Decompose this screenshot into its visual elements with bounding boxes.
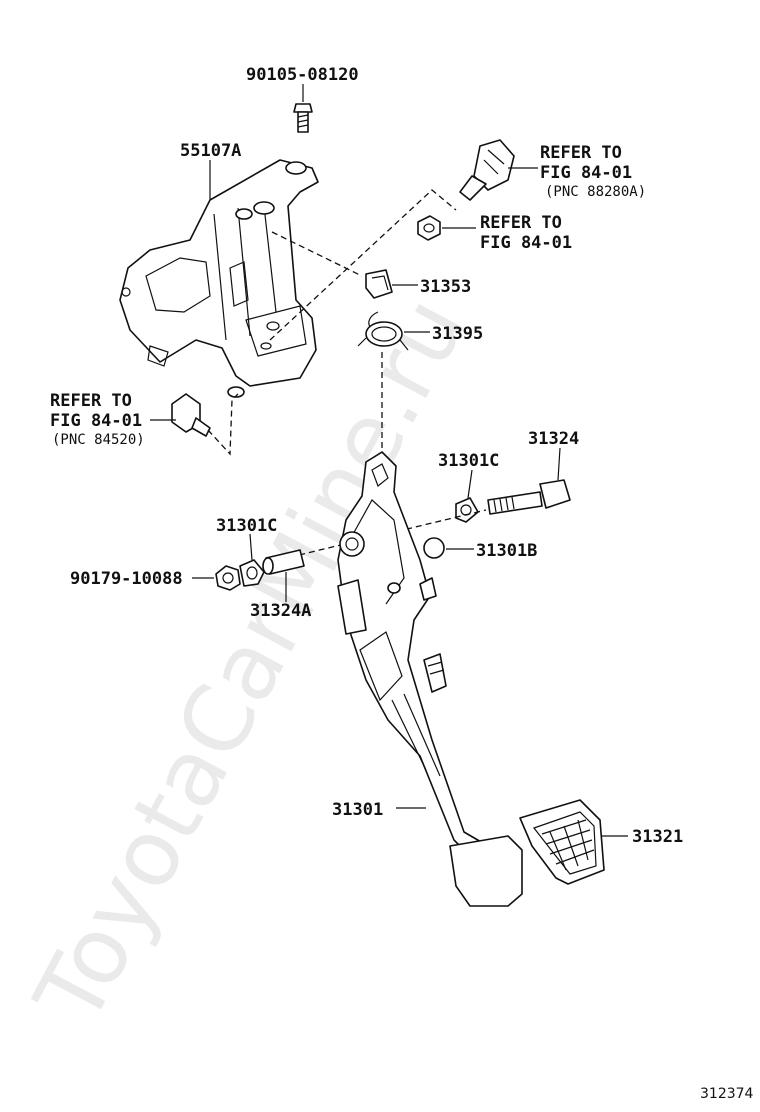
label-31301C-right: 31301C: [438, 451, 499, 471]
label-31301B: 31301B: [476, 541, 537, 561]
label-nut-fig: FIG 84-01: [480, 233, 572, 253]
switch-nut-drawing: [417, 215, 441, 241]
bushing-31301C-right-drawing: [455, 497, 479, 523]
clip-31353-drawing: [365, 269, 393, 299]
label-90179-10088: 90179-10088: [70, 569, 183, 589]
label-55107A: 55107A: [180, 141, 241, 161]
label-stoplamp-pnc: (PNC 88280A): [545, 184, 646, 200]
spring-31395-drawing: [357, 311, 409, 351]
pedal-pad-31321-drawing: [519, 799, 605, 885]
label-31321: 31321: [632, 827, 683, 847]
label-stoplamp-fig: FIG 84-01: [540, 163, 632, 183]
label-switch-refer-to: REFER TO: [50, 391, 132, 411]
pedal-bracket-55107A-drawing: [119, 159, 319, 398]
cushion-31301B-drawing: [423, 537, 445, 559]
nut-90179-10088-drawing: [215, 565, 241, 591]
figure-number: 312374: [700, 1086, 754, 1102]
collar-31324A-drawing: [262, 549, 305, 575]
label-31324A: 31324A: [250, 601, 311, 621]
label-stoplamp-refer-to: REFER TO: [540, 143, 622, 163]
label-switch-pnc: (PNC 84520): [52, 432, 145, 448]
label-31395: 31395: [432, 324, 483, 344]
label-90105-08120: 90105-08120: [246, 65, 359, 85]
label-switch-fig: FIG 84-01: [50, 411, 142, 431]
label-31301C-left: 31301C: [216, 516, 277, 536]
pivot-bolt-31324-drawing: [487, 479, 571, 515]
label-31324: 31324: [528, 429, 579, 449]
label-nut-refer-to: REFER TO: [480, 213, 562, 233]
bolt-90105-08120-drawing: [293, 103, 313, 133]
label-31301: 31301: [332, 800, 383, 820]
brake-switch-left-drawing: [171, 393, 211, 437]
label-31353: 31353: [420, 277, 471, 297]
stop-lamp-switch-drawing: [459, 139, 515, 201]
brake-pedal-31301-drawing: [337, 451, 523, 907]
bushing-31301C-left-drawing: [239, 559, 265, 587]
